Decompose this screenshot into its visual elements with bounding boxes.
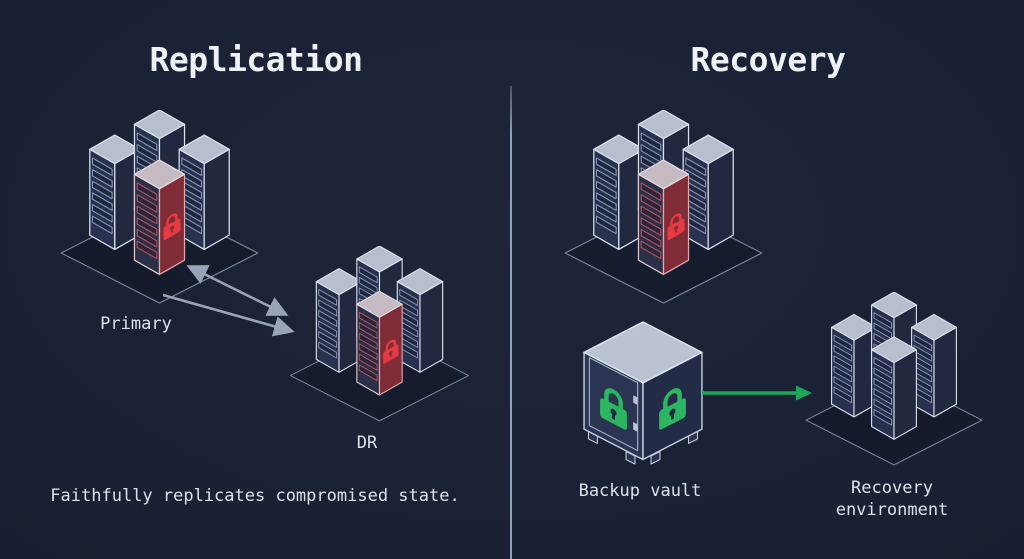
dr-server-cluster: [282, 246, 477, 429]
restore-arrow: [702, 385, 812, 401]
primary-label: Primary: [100, 314, 172, 334]
right-section-title: Recovery: [690, 40, 846, 79]
left-section-title: Replication: [149, 40, 363, 79]
recovery-environment-label: Recovery environment: [835, 478, 949, 520]
replication-double-arrow: [162, 265, 295, 337]
backup-vault: [583, 321, 703, 465]
recovery-server-cluster: [798, 292, 990, 473]
section-divider: [510, 86, 512, 559]
replication-caption: Faithfully replicates compromised state.: [50, 486, 460, 506]
compromised-server-cluster: [556, 110, 771, 312]
backup-vault-label: Backup vault: [578, 481, 702, 501]
dr-label: DR: [356, 433, 378, 453]
